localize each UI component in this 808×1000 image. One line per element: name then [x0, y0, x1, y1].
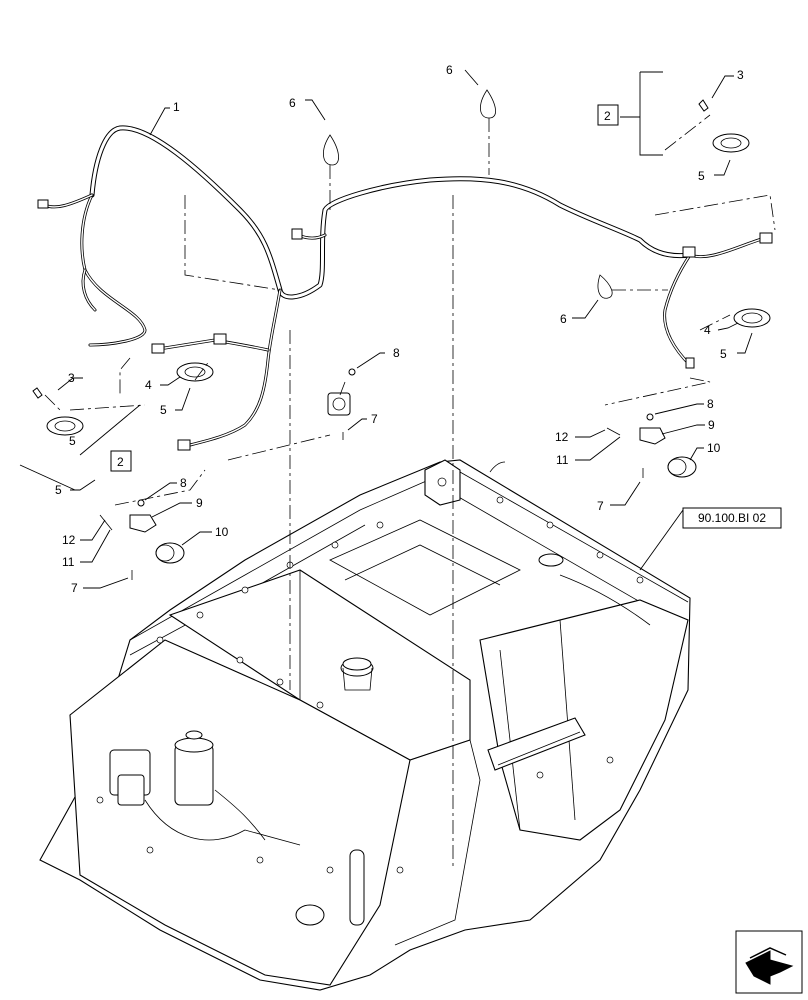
lamp-parts — [32, 99, 771, 580]
boxed-callout-2-right: 2 — [604, 109, 611, 123]
assembly-centerlines — [44, 114, 776, 870]
callout-9-left: 9 — [196, 496, 203, 510]
boxed-callout-2-left: 2 — [117, 455, 124, 469]
callout-4-left: 4 — [145, 378, 152, 392]
callout-6-top: 6 — [446, 63, 453, 77]
boxed-callout-2-right-frame — [597, 104, 619, 126]
callout-11-left: 11 — [62, 555, 75, 569]
callout-5-lower-left: 5 — [55, 483, 62, 497]
next-page-arrow-icon[interactable] — [735, 930, 803, 994]
callout-4-right: 4 — [704, 323, 711, 337]
callout-5-upper-right: 5 — [698, 169, 705, 183]
callout-labels: 1 6 6 6 3 5 4 5 3 4 5 5 5 8 7 8 9 10 12 … — [55, 63, 744, 595]
machine-frame — [39, 459, 691, 991]
callout-8-right: 8 — [707, 397, 714, 411]
wire-harness — [37, 125, 773, 451]
callout-1: 1 — [173, 100, 180, 114]
callout-9-right: 9 — [708, 418, 715, 432]
callout-3-right: 3 — [737, 68, 744, 82]
callout-6-right: 6 — [560, 312, 567, 326]
callout-12-left: 12 — [62, 533, 76, 547]
boxed-callout-2-left-frame — [110, 450, 132, 472]
callout-7-center: 7 — [371, 412, 378, 426]
boxed-callouts: 2 2 — [110, 104, 619, 472]
callout-12-right: 12 — [555, 430, 569, 444]
callout-5-left-lamp: 5 — [160, 403, 167, 417]
callout-7-right: 7 — [597, 499, 604, 513]
reference-label[interactable]: 90.100.BI 02 — [698, 511, 766, 525]
cable-tie-parts — [323, 89, 613, 299]
callout-7-left: 7 — [71, 581, 78, 595]
reference-box[interactable]: 90.100.BI 02 — [682, 507, 782, 529]
callout-5-left-group: 5 — [69, 434, 76, 448]
callout-3-left: 3 — [68, 371, 75, 385]
callout-6-left: 6 — [289, 96, 296, 110]
callout-8-center: 8 — [393, 346, 400, 360]
callout-11-right: 11 — [556, 453, 569, 467]
callout-10-right: 10 — [707, 441, 721, 455]
callout-5-right: 5 — [720, 347, 727, 361]
leader-lines — [19, 69, 753, 589]
callout-8-left: 8 — [180, 476, 187, 490]
callout-10-left: 10 — [215, 525, 229, 539]
